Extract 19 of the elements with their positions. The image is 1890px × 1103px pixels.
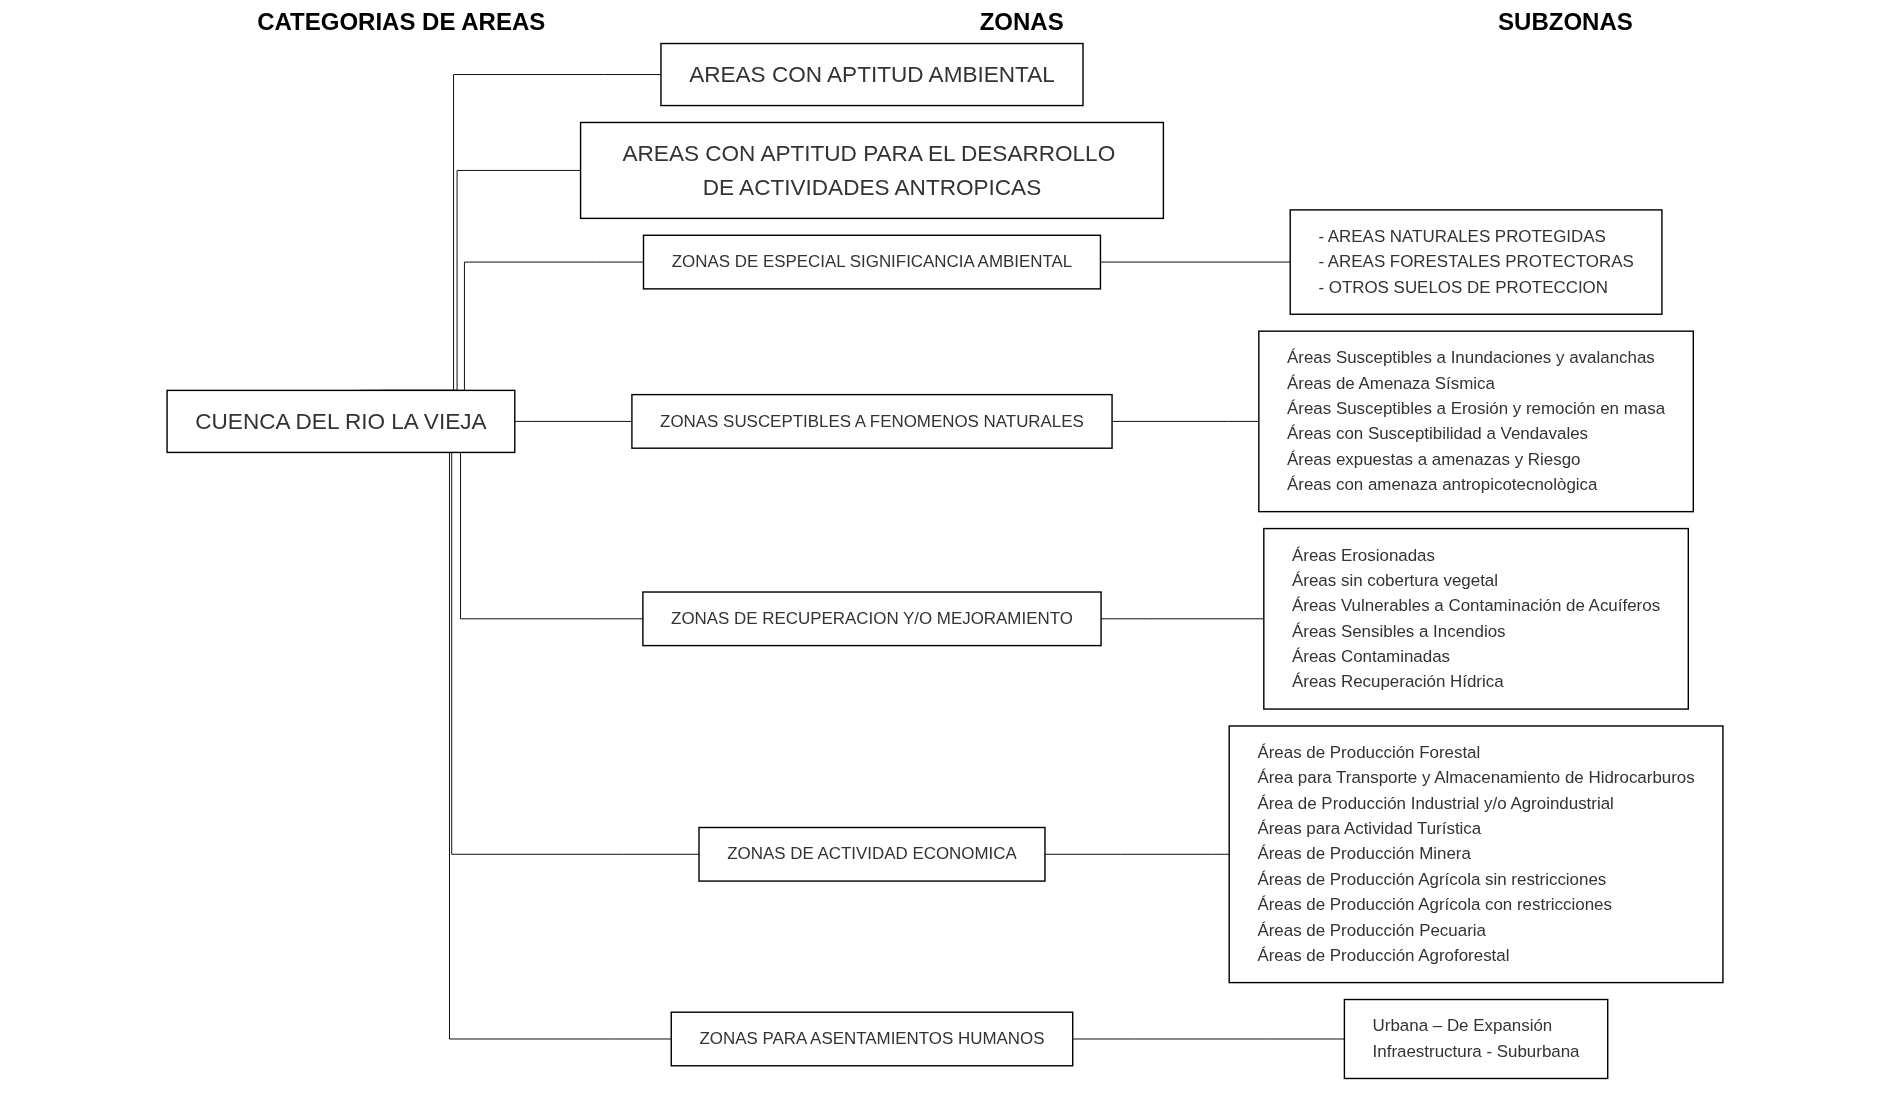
node-box: Áreas Susceptibles a Inundaciones y avalanchas Áreas de Amenaza Sísmica Áreas Susceptibles a Erosión y remoción en masa Áreas con Susceptibilidad a Vendavales Áreas expuestas a amenazas y Riesgo Áreas con amenaza antropicotecnològica — [1258, 330, 1694, 513]
node-box: ZONAS DE ACTIVIDAD ECONOMICA — [698, 826, 1046, 882]
node-box: ZONAS DE ESPECIAL SIGNIFICANCIA AMBIENTAL — [642, 234, 1102, 290]
node-box: ZONAS PARA ASENTAMIENTOS HUMANOS — [670, 1011, 1074, 1067]
column-heading: ZONAS — [979, 8, 1064, 36]
node-box: AREAS CON APTITUD PARA EL DESARROLLO DE ACTIVIDADES ANTROPICAS — [579, 121, 1165, 220]
node-box: CUENCA DEL RIO LA VIEJA — [166, 389, 516, 454]
column-heading: SUBZONAS — [1498, 8, 1633, 36]
node-box: ZONAS SUSCEPTIBLES A FENOMENOS NATURALES — [631, 393, 1113, 449]
node-box: Áreas Erosionadas Áreas sin cobertura vegetal Áreas Vulnerables a Contaminación de Acuíferos Áreas Sensibles a Incendios Áreas Contaminadas Áreas Recuperación Hídrica — [1263, 527, 1689, 710]
node-box: Áreas de Producción Forestal Área para Transporte y Almacenamiento de Hidrocarburos Área de Producción Industrial y/o Agroindustrial Áreas para Actividad Turística Áreas de Producción Minera Áreas de Producción Agrícola sin restricciones Áreas de Producción Agrícola con restricciones Áreas de Producción Pecuaria Áreas de Producción Agroforestal — [1228, 725, 1724, 984]
node-box: AREAS CON APTITUD AMBIENTAL — [660, 42, 1084, 107]
connector — [1072, 1038, 1345, 1040]
connector — [1044, 853, 1230, 855]
node-box: ZONAS DE RECUPERACION Y/O MEJORAMIENTO — [642, 591, 1102, 647]
node-box: Urbana – De Expansión Infraestructura - Suburbana — [1343, 998, 1609, 1080]
node-box: - AREAS NATURALES PROTEGIDAS - AREAS FORESTALES PROTECTORAS - OTROS SUELOS DE PROTECCION — [1289, 209, 1663, 315]
column-heading: CATEGORIAS DE AREAS — [257, 8, 546, 36]
connector — [1100, 261, 1291, 263]
